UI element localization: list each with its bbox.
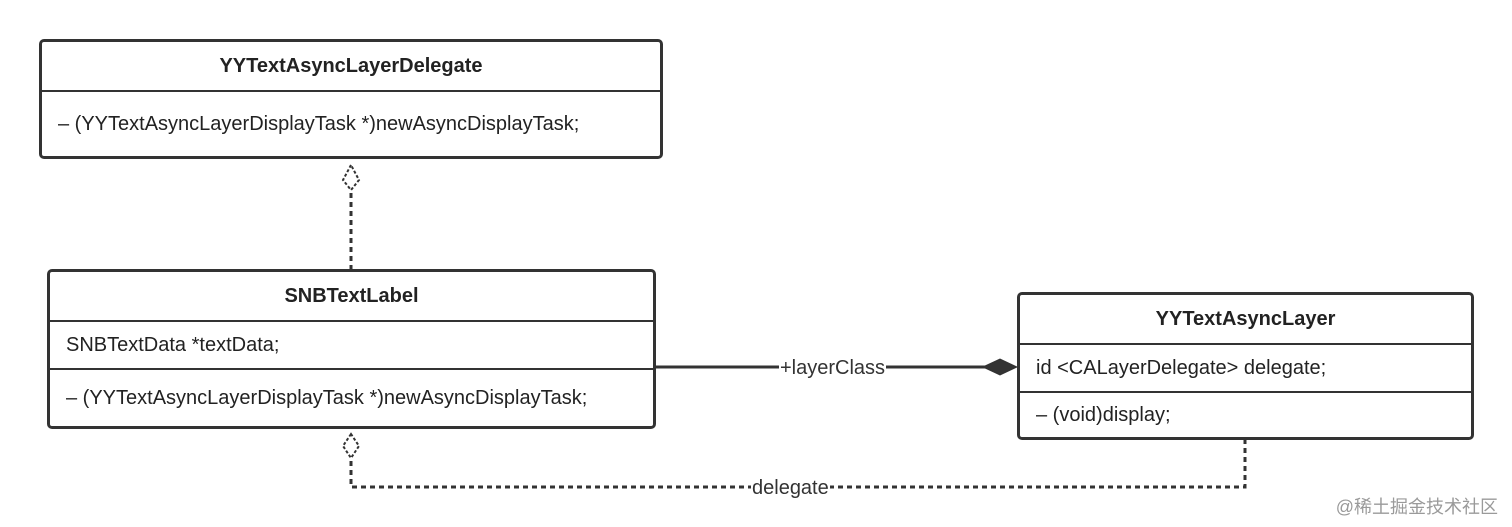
class-method: – (YYTextAsyncLayerDisplayTask *)newAsyn… bbox=[58, 112, 580, 135]
class-box-snbtextlabel: SNBTextLabel SNBTextData *textData; – (Y… bbox=[47, 269, 656, 429]
class-method: – (YYTextAsyncLayerDisplayTask *)newAsyn… bbox=[66, 386, 588, 409]
delegate-label: delegate bbox=[751, 477, 830, 499]
class-box-yytextasynclayer: YYTextAsyncLayer id <CALayerDelegate> de… bbox=[1017, 292, 1474, 440]
delegate-arrowhead bbox=[341, 432, 361, 460]
class-attribute: id <CALayerDelegate> delegate; bbox=[1020, 345, 1471, 393]
class-method: – (void)display; bbox=[1036, 403, 1171, 426]
watermark: @稀土掘金技术社区 bbox=[1335, 497, 1498, 517]
class-name: YYTextAsyncLayerDelegate bbox=[42, 42, 660, 92]
realization-arrowhead bbox=[341, 162, 361, 192]
layer-class-label: +layerClass bbox=[779, 357, 887, 379]
class-attribute: SNBTextData *textData; bbox=[50, 322, 653, 370]
class-box-yytextasynclayerdelegate: YYTextAsyncLayerDelegate – (YYTextAsyncL… bbox=[39, 39, 663, 159]
class-name: YYTextAsyncLayer bbox=[1020, 295, 1471, 345]
composition-diamond bbox=[981, 358, 1019, 376]
class-name: SNBTextLabel bbox=[50, 272, 653, 322]
